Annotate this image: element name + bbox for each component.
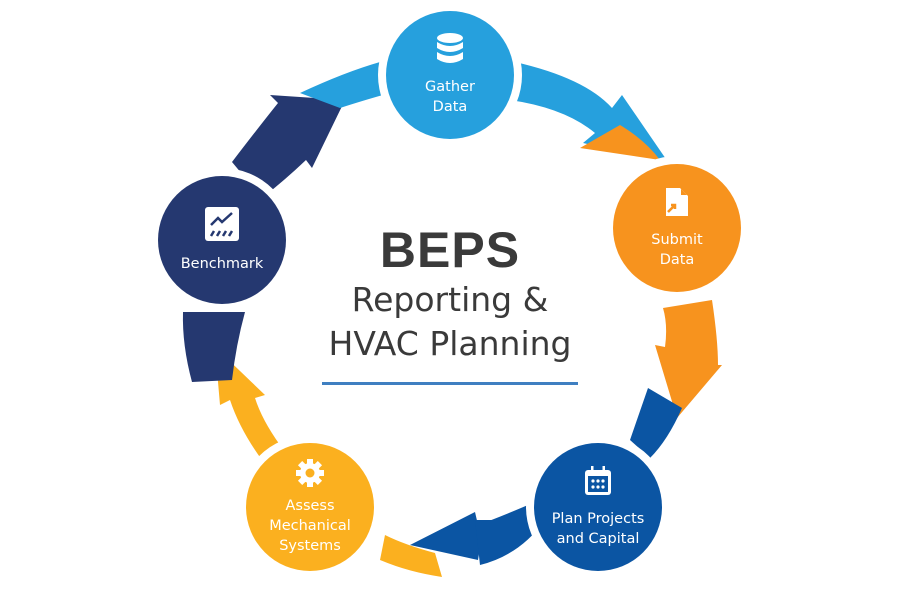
gear-icon xyxy=(295,458,325,494)
step-label: Assess Mechanical Systems xyxy=(269,498,351,554)
chart-trend-icon xyxy=(204,206,240,248)
calendar-icon xyxy=(583,465,613,503)
subtitle-line-2: HVAC Planning xyxy=(328,324,572,363)
title-underline xyxy=(322,382,578,385)
step-gather-data: Gather Data xyxy=(386,11,514,139)
file-submit-icon xyxy=(664,186,690,224)
arrow-benchmark-to-gather xyxy=(182,95,345,382)
step-label: Benchmark xyxy=(180,256,264,272)
arrow-tail-lightblue xyxy=(300,62,383,108)
arrow-submit-to-plan xyxy=(580,125,722,418)
subtitle-line-1: Reporting & xyxy=(351,280,549,319)
center-title-block: BEPS Reporting & HVAC Planning xyxy=(300,222,600,385)
step-label: Submit Data xyxy=(651,232,703,268)
step-submit-data: Submit Data xyxy=(613,164,741,292)
step-label: Gather Data xyxy=(425,79,475,115)
database-icon xyxy=(435,33,465,71)
step-assess-systems: Assess Mechanical Systems xyxy=(246,443,374,571)
step-plan-projects: Plan Projects and Capital xyxy=(534,443,662,571)
page-title: BEPS xyxy=(379,222,521,278)
step-benchmark: Benchmark xyxy=(158,176,286,304)
step-label: Plan Projects and Capital xyxy=(551,511,645,547)
arrow-plan-to-assess xyxy=(410,388,682,565)
